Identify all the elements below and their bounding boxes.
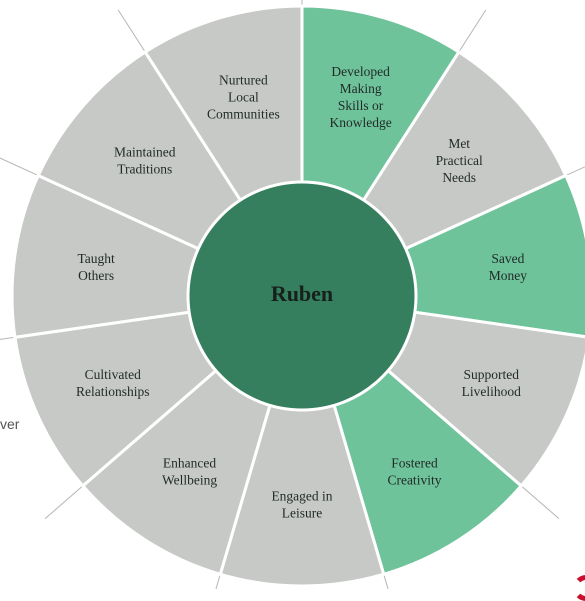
ray-line — [517, 482, 560, 520]
segment-label-line: Needs — [442, 170, 476, 185]
ray-line — [382, 570, 389, 589]
ray-line — [0, 336, 19, 340]
segment-label-line: Making — [340, 81, 382, 96]
center-circle — [186, 180, 418, 412]
segment-label-line: Practical — [436, 153, 483, 168]
segment-label-line: Creativity — [387, 472, 441, 487]
segment-label-line: Engaged in — [271, 489, 332, 504]
ray-line — [0, 157, 43, 178]
ray-line — [456, 9, 487, 56]
wheel-segment — [218, 290, 386, 588]
segment-label-line: Others — [78, 268, 114, 283]
ray-line — [117, 9, 148, 56]
segment-label-line: Nurtured — [219, 72, 268, 87]
segment-label-line: Traditions — [117, 161, 172, 176]
segment-label-line: Relationships — [76, 384, 150, 399]
segment-label-line: Skills or — [338, 98, 384, 113]
segment-label-line: Livelihood — [462, 384, 521, 399]
segment-label-line: Money — [489, 268, 527, 283]
segment-label-line: Maintained — [114, 144, 176, 159]
ray-line — [561, 166, 585, 178]
segment-label-line: Enhanced — [163, 455, 216, 470]
segment-label-line: Cultivated — [85, 367, 141, 382]
segment-label-line: Developed — [331, 64, 390, 79]
segment-label-line: Met — [448, 136, 470, 151]
segment-label: Engaged in Leisure — [271, 489, 332, 521]
segment-label-line: Fostered — [391, 455, 438, 470]
segment-label-line: Taught — [77, 251, 115, 266]
segment-label-line: Local — [228, 89, 259, 104]
segment-label-line: Knowledge — [329, 115, 391, 130]
segment-label-line: Leisure — [282, 506, 322, 521]
segment-label-line: Wellbeing — [162, 472, 217, 487]
segment-label-line: Saved — [491, 251, 524, 266]
segment-label-line: Communities — [207, 106, 280, 121]
cut-off-text: ver — [0, 416, 20, 432]
ray-line — [215, 570, 222, 589]
center-label: Ruben — [271, 281, 333, 306]
ray-line — [44, 482, 87, 520]
segment-label-line: Supported — [463, 367, 519, 382]
